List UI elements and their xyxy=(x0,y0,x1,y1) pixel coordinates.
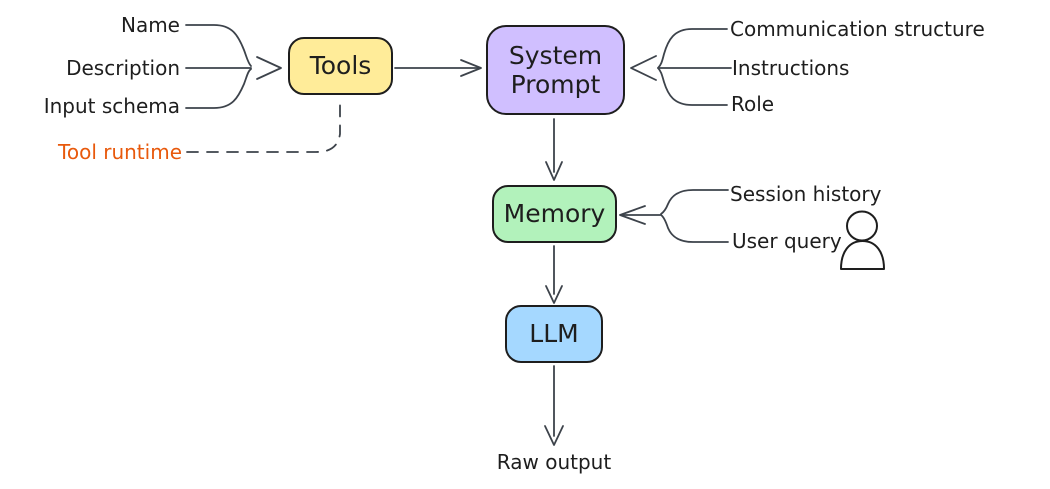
system-prompt-arrowhead-icon xyxy=(630,55,657,81)
label-session-history: Session history xyxy=(730,182,882,206)
tools-to-system-prompt-arrowhead-icon xyxy=(460,59,482,77)
tool-runtime-dashed-line xyxy=(186,101,341,153)
label-instructions: Instructions xyxy=(732,56,850,80)
communication-structure-connector-line xyxy=(657,28,728,69)
user-icon-body xyxy=(840,240,885,270)
user-query-connector-line xyxy=(660,214,729,243)
node-tools: Tools xyxy=(288,37,393,95)
node-tools-label: Tools xyxy=(309,51,372,81)
node-system-prompt: System Prompt xyxy=(486,25,625,115)
node-system-prompt-label: System Prompt xyxy=(508,40,603,100)
node-llm: LLM xyxy=(505,305,603,363)
label-communication-structure: Communication structure xyxy=(730,17,985,41)
label-input-schema: Input schema xyxy=(43,94,180,118)
memory-arrowhead-icon xyxy=(619,205,646,225)
memory-to-llm-arrowhead-icon xyxy=(545,285,563,304)
node-memory-label: Memory xyxy=(503,199,606,229)
session-history-connector-line xyxy=(660,189,729,215)
system-prompt-to-memory-arrowhead-icon xyxy=(545,161,563,181)
llm-to-raw-output-arrowhead-icon xyxy=(544,425,564,446)
label-description: Description xyxy=(66,56,180,80)
name-connector-line xyxy=(185,24,252,67)
label-raw-output: Raw output xyxy=(496,450,612,474)
tools-arrowhead-icon xyxy=(256,56,282,80)
label-role: Role xyxy=(731,92,775,116)
user-icon xyxy=(840,210,885,270)
user-icon-head xyxy=(846,210,878,242)
label-tool-runtime: Tool runtime xyxy=(58,140,182,164)
label-name: Name xyxy=(120,13,180,37)
node-memory: Memory xyxy=(492,185,617,243)
node-llm-label: LLM xyxy=(529,319,579,349)
label-user-query: User query xyxy=(732,229,842,253)
role-connector-line xyxy=(657,67,728,106)
input-schema-connector-line xyxy=(185,68,252,109)
